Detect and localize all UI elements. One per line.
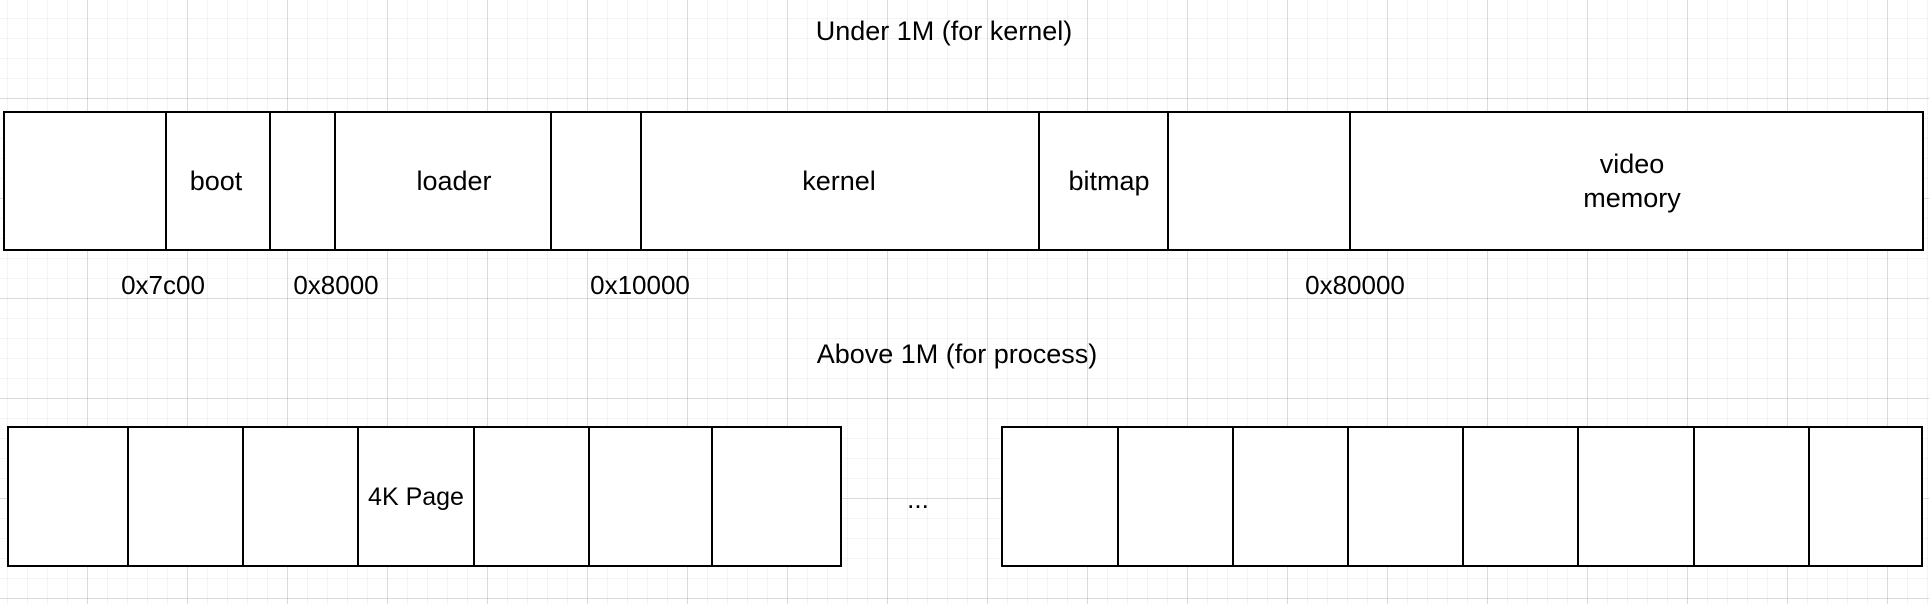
segment-boot: boot	[189, 166, 243, 196]
page-divider	[1693, 428, 1695, 565]
page-divider	[1577, 428, 1579, 565]
page-divider	[1808, 428, 1810, 565]
process-pages-right	[1001, 426, 1923, 567]
segment-divider	[550, 113, 552, 249]
segment-divider	[1038, 113, 1040, 249]
segment-divider	[640, 113, 642, 249]
segment-divider	[165, 113, 167, 249]
address-label: 0x8000	[293, 270, 379, 300]
segment-divider	[1349, 113, 1351, 249]
segment-loader: loader	[416, 166, 492, 196]
segment-video-memory: video memory	[1583, 149, 1681, 213]
page-divider	[127, 428, 129, 565]
address-label: 0x80000	[1305, 270, 1405, 300]
address-label: 0x7c00	[121, 270, 205, 300]
segment-divider	[334, 113, 336, 249]
process-pages-left: 4K Page	[7, 426, 842, 567]
page-divider	[473, 428, 475, 565]
ellipsis: ...	[907, 484, 929, 514]
segment-divider	[1167, 113, 1169, 249]
address-label: 0x10000	[590, 270, 690, 300]
page-divider	[357, 428, 359, 565]
page-divider	[711, 428, 713, 565]
page-label: 4K Page	[368, 482, 464, 511]
page-divider	[588, 428, 590, 565]
page-divider	[1347, 428, 1349, 565]
segment-kernel: kernel	[802, 166, 876, 196]
page-divider	[1462, 428, 1464, 565]
segment-bitmap: bitmap	[1068, 166, 1150, 196]
kernel-memory-bar: boot loader kernel bitmap video memory	[3, 111, 1924, 251]
under-1m-title: Under 1M (for kernel)	[815, 16, 1073, 46]
page-divider	[1232, 428, 1234, 565]
page-divider	[242, 428, 244, 565]
above-1m-title: Above 1M (for process)	[816, 339, 1098, 369]
page-divider	[1117, 428, 1119, 565]
segment-divider	[269, 113, 271, 249]
